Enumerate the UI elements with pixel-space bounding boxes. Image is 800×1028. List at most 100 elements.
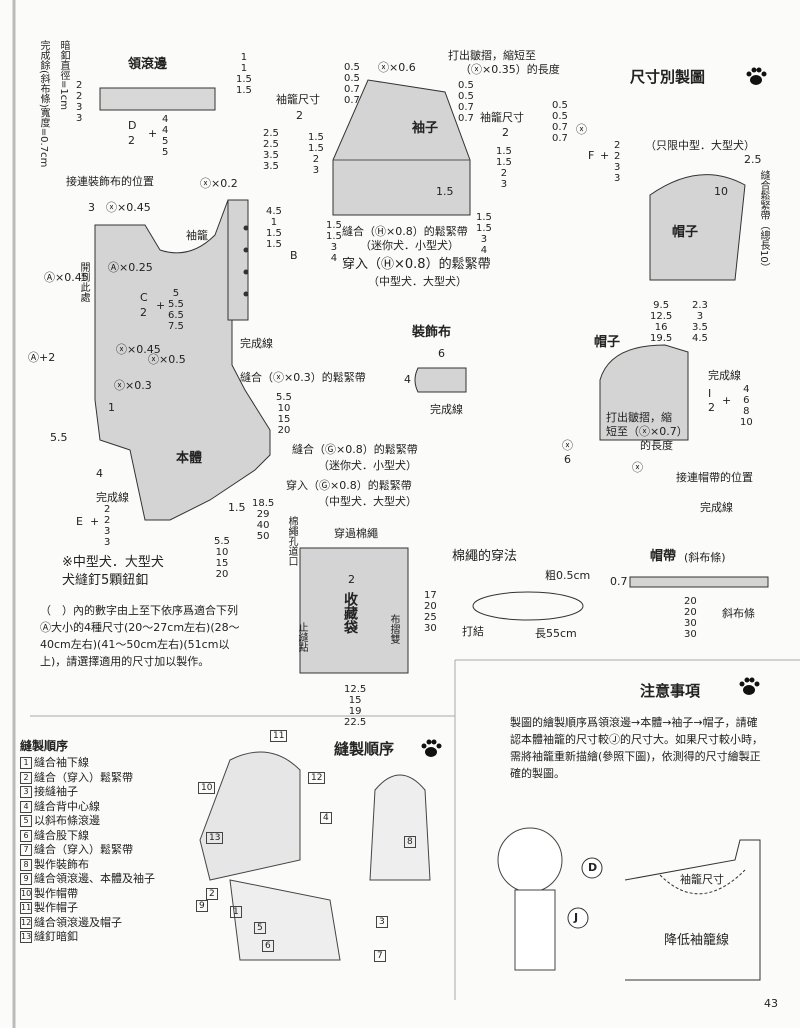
body-e-formula: E — [76, 515, 83, 528]
body-dim4: 4 — [96, 467, 103, 480]
decoration-w: 6 — [438, 347, 445, 360]
step-number: 7 — [20, 844, 32, 856]
body-x045b: ⓧ×0.45 — [116, 343, 161, 356]
hood-gather: 打出皺摺，縮 — [606, 411, 672, 424]
callout-2: 2 — [206, 888, 218, 901]
callout-7: 7 — [374, 950, 386, 963]
hood-formula-top: I — [708, 387, 712, 400]
sleeve-height-cols: 2.5 2.5 3.5 3.5 — [263, 128, 279, 172]
sleeve-f-cols: 2 2 3 3 — [614, 140, 621, 184]
callout-13: 13 — [206, 832, 224, 845]
body-dim15: 1.5 — [228, 501, 246, 514]
sleeve-label: 袖子 — [412, 121, 439, 136]
cord-shape — [472, 591, 584, 621]
body-g2b: （中型犬．大型犬） — [318, 495, 417, 508]
sewing-title: 縫製順序 — [334, 740, 395, 758]
notes-d-label: D — [588, 861, 598, 874]
binding-width-note: 完成餘(斜布條)寬度=0.7cm — [38, 40, 49, 168]
sleeve-right-cols-b: 0.5 0.5 0.7 0.7 — [552, 100, 568, 144]
bag-cord-label: 棉繩孔道口 — [286, 516, 297, 566]
hood-top-shape — [649, 174, 746, 281]
step-number: 8 — [20, 858, 32, 871]
hood-finish2: 完成線 — [700, 501, 733, 514]
body-x02: ⓧ×0.2 — [200, 177, 238, 190]
hood-shape — [599, 344, 689, 441]
step-text: 縫合（穿入）鬆緊帶 — [34, 770, 133, 784]
decoration-finish: 完成線 — [430, 403, 463, 416]
strap-cols: 20 20 30 30 — [684, 596, 697, 640]
body-note-large2: 犬縫釘5顆鈕釦 — [62, 573, 149, 588]
body-elastic-mid: 縫合（ⓧ×0.3）的鬆緊帶 — [240, 371, 366, 384]
body-b-label: B — [290, 249, 298, 262]
bag-dim2: 2 — [348, 573, 355, 586]
sleeve-f-formula: F — [588, 149, 595, 162]
body-finish-line2: 完成線 — [96, 491, 129, 504]
hood-finish: 完成線 — [708, 369, 741, 382]
body-a-plus2: Ⓐ+2 — [28, 351, 56, 364]
step-number: 13 — [20, 931, 32, 943]
hood-cols-c: 4 6 8 10 — [740, 384, 753, 428]
body-dim55: 5.5 — [50, 431, 68, 444]
sleeve-elastic-cols-right: 1.5 1.5 3 4 — [476, 212, 492, 256]
callout-3: 3 — [376, 916, 388, 929]
collar-binding-formula-top: D — [128, 119, 137, 132]
collar-binding-formula-bottom: 2 — [128, 134, 135, 147]
hood-label: 帽子 — [594, 335, 621, 350]
body-x03: ⓧ×0.3 — [114, 379, 152, 392]
hood-x6-bottom: 6 — [564, 453, 571, 466]
callout-1: 1 — [230, 906, 242, 919]
bag-fold: 布摺雙 — [388, 614, 399, 644]
step-number: 6 — [20, 829, 32, 842]
hood-plus: + — [722, 394, 732, 407]
cord-length: 長55cm — [535, 627, 577, 640]
hood-gather3: 的長度 — [640, 439, 673, 452]
body-g1: 縫合（Ⓖ×0.8）的鬆緊帶 — [292, 443, 418, 456]
sleeve-half-right: 2 — [502, 126, 509, 139]
body-note-large: ※中型犬．大型犬 — [62, 555, 164, 570]
sleeve-half-left: 2 — [296, 109, 303, 122]
decoration-shape — [414, 367, 467, 393]
body-a045: Ⓐ×0.45 — [44, 271, 89, 284]
hood-cols-b: 2.3 3 3.5 4.5 — [692, 300, 708, 344]
body-x05: ⓧ×0.5 — [148, 353, 186, 366]
dog-illustration — [497, 827, 563, 893]
sleeve-elastic-cols: 1.5 1.5 3 4 — [326, 220, 342, 264]
bag-stitch-point: 止縫點 — [296, 622, 307, 652]
step-number: 4 — [20, 800, 32, 813]
hood-formula-bottom: 2 — [708, 401, 715, 414]
collar-binding-label: 領滾邊 — [128, 57, 168, 72]
step-text: 以斜布條滾邊 — [34, 814, 100, 827]
step-text: 縫合（穿入）鬆緊帶 — [34, 843, 133, 856]
sleeve-x06: ⓧ×0.6 — [378, 61, 416, 74]
strap-label: 帽帶 — [650, 549, 677, 564]
strap-sub: (斜布條) — [684, 551, 726, 564]
hood-top-elastic-note: 縫合鬆緊帶（總長10） — [758, 170, 769, 273]
step-number: 5 — [20, 815, 32, 827]
cord-label: 棉繩的穿法 — [452, 549, 518, 564]
collar-binding-col1: 1 1 1.5 1.5 — [236, 52, 252, 96]
body-a025: Ⓐ×0.25 — [108, 261, 153, 274]
size-note: （ ）內的數字由上至下依序爲適合下列Ⓐ大小的4種尺寸(20～27cm左右)(28… — [40, 604, 240, 668]
bag-bottom-cols: 12.5 15 19 22.5 — [344, 684, 367, 728]
body-label: 本體 — [176, 451, 203, 466]
body-g2: 穿入（Ⓖ×0.8）的鬆緊帶 — [286, 479, 412, 492]
decoration-label: 裝飾布 — [412, 325, 452, 340]
sleeve-left-cols: 0.5 0.5 0.7 0.7 — [344, 62, 360, 106]
sleeve-right-cols-a: 0.5 0.5 0.7 0.7 — [458, 80, 474, 124]
body-bottom-cols: 18.5 29 40 50 — [252, 498, 275, 542]
hood-top-dim2: 10 — [714, 185, 728, 198]
callout-8: 8 — [404, 836, 416, 849]
step-text: 縫合領滾邊、本體及袖子 — [34, 872, 155, 885]
hood-top-dim1: 2.5 — [744, 153, 762, 166]
sleeve-elastic2: 穿入（Ⓗ×0.8）的鬆緊帶 — [342, 257, 491, 272]
bag-shape — [299, 547, 409, 674]
step-text: 縫合股下線 — [34, 828, 89, 842]
